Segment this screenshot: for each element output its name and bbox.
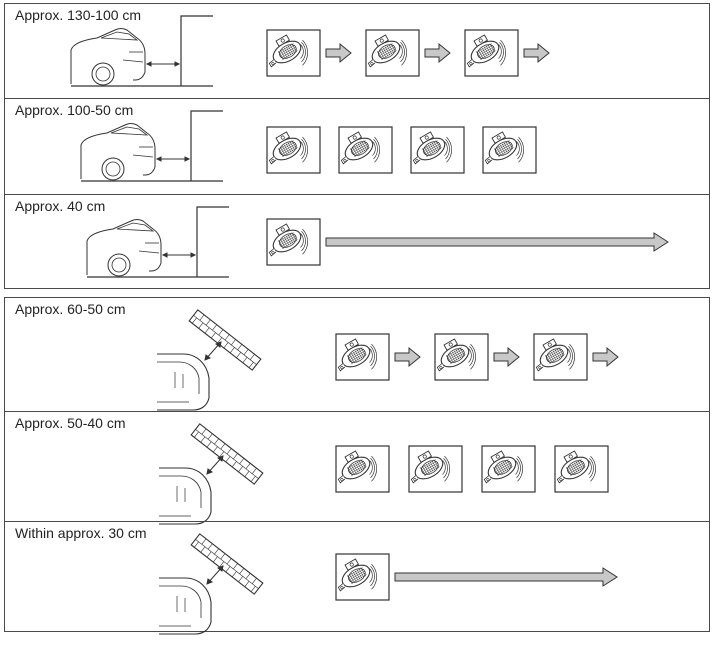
buzzer-speaker-icon [464, 29, 519, 77]
rear-row-3: Approx. 40 cm [5, 194, 709, 290]
buzzer-speaker-icon [266, 218, 321, 266]
buzzer-speaker-icon [266, 29, 321, 77]
right-arrow-icon [394, 567, 618, 587]
rear-row-2: Approx. 100-50 cm [5, 98, 709, 194]
corner-row-2: Approx. 50-40 cm [5, 411, 709, 525]
buzzer-speaker-icon [482, 126, 537, 174]
buzzer-speaker-icon [410, 126, 465, 174]
buzzer-speaker-icon [554, 445, 609, 493]
corner-row-3: Within approx. 30 cm [5, 521, 709, 635]
row-distance-label: Approx. 130-100 cm [15, 7, 142, 23]
buzzer-speaker-icon [533, 333, 588, 381]
row-distance-label: Approx. 100-50 cm [15, 102, 134, 118]
buzzer-speaker-icon [335, 553, 390, 601]
corner-sensor-panel: Approx. 60-50 cm Approx. 50-40 cm Within… [4, 297, 710, 635]
buzzer-speaker-icon [338, 126, 393, 174]
rear-row-1: Approx. 130-100 cm [5, 4, 709, 98]
rear-sensor-panel: Approx. 130-100 cm Approx. 100-50 cm App… [4, 3, 710, 289]
right-arrow-icon [325, 232, 669, 252]
row-distance-label: Approx. 50-40 cm [15, 415, 126, 431]
right-arrow-icon [523, 42, 550, 64]
buzzer-speaker-icon [266, 126, 321, 174]
row-distance-label: Within approx. 30 cm [15, 525, 147, 541]
buzzer-speaker-icon [434, 333, 489, 381]
car-rear-side-icon [63, 12, 223, 96]
right-arrow-icon [592, 346, 619, 368]
right-arrow-icon [493, 346, 520, 368]
row-distance-label: Approx. 60-50 cm [15, 301, 126, 317]
corner-row-1: Approx. 60-50 cm [5, 298, 709, 411]
right-arrow-icon [424, 42, 451, 64]
buzzer-speaker-icon [335, 445, 390, 493]
buzzer-speaker-icon [365, 29, 420, 77]
car-rear-side-icon [79, 203, 239, 287]
right-arrow-icon [325, 42, 352, 64]
buzzer-speaker-icon [408, 445, 463, 493]
car-corner-top-icon [155, 526, 285, 635]
row-distance-label: Approx. 40 cm [15, 198, 106, 214]
right-arrow-icon [394, 346, 421, 368]
car-corner-top-icon [155, 416, 285, 525]
buzzer-speaker-icon [481, 445, 536, 493]
buzzer-speaker-icon [335, 333, 390, 381]
car-corner-top-icon [153, 302, 283, 411]
car-rear-side-icon [73, 107, 233, 191]
